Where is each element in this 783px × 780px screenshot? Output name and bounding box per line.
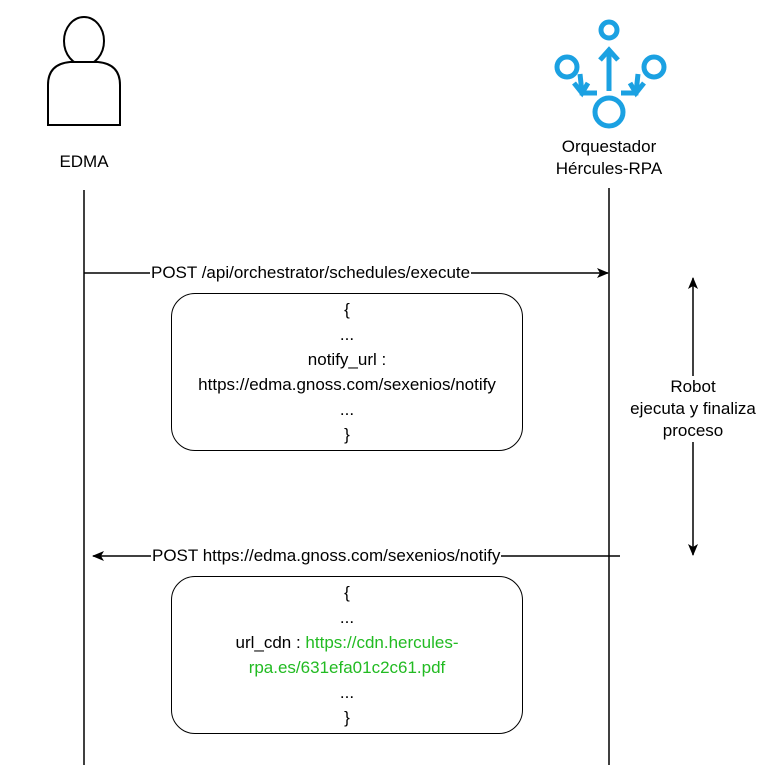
json-close-brace: } (344, 425, 350, 444)
process-label-line1: Robot (670, 377, 716, 396)
execute-message-label: POST /api/orchestrator/schedules/execute (150, 263, 472, 283)
notify-url-value: https://edma.gnoss.com/sexenios/notify (198, 375, 496, 394)
user-icon (47, 16, 121, 126)
process-label-line3: proceso (662, 421, 724, 440)
json-ellipsis: ... (339, 325, 355, 344)
notify-message-label: POST https://edma.gnoss.com/sexenios/not… (151, 546, 502, 566)
process-label: Robot ejecuta y finaliza proceso (618, 376, 768, 442)
notify-url-key: notify_url : (307, 350, 387, 369)
url-cdn-key: url_cdn : (235, 633, 306, 652)
json-close-brace: } (344, 708, 350, 727)
url-cdn-value-part1: https://cdn.hercules- (305, 633, 459, 652)
orchestrator-label-line1: Orquestador (561, 137, 657, 156)
orchestrator-label: Orquestador Hércules-RPA (529, 136, 689, 180)
execute-request-body-note: { ... notify_url : https://edma.gnoss.co… (171, 293, 523, 451)
orchestrator-icon (554, 19, 667, 129)
json-open-brace: { (344, 300, 350, 319)
url-cdn-value-part2: rpa.es/631efa01c2c61.pdf (248, 658, 446, 677)
json-ellipsis: ... (339, 608, 355, 627)
orchestrator-label-line2: Hércules-RPA (555, 159, 663, 178)
json-open-brace: { (344, 583, 350, 602)
json-ellipsis: ... (339, 400, 355, 419)
process-label-line2: ejecuta y finaliza (630, 399, 756, 418)
edma-label: EDMA (59, 152, 109, 171)
json-ellipsis: ... (339, 683, 355, 702)
notify-request-body-note: { ... url_cdn : https://cdn.hercules- rp… (171, 576, 523, 734)
url-cdn-line: url_cdn : https://cdn.hercules- (235, 630, 458, 655)
